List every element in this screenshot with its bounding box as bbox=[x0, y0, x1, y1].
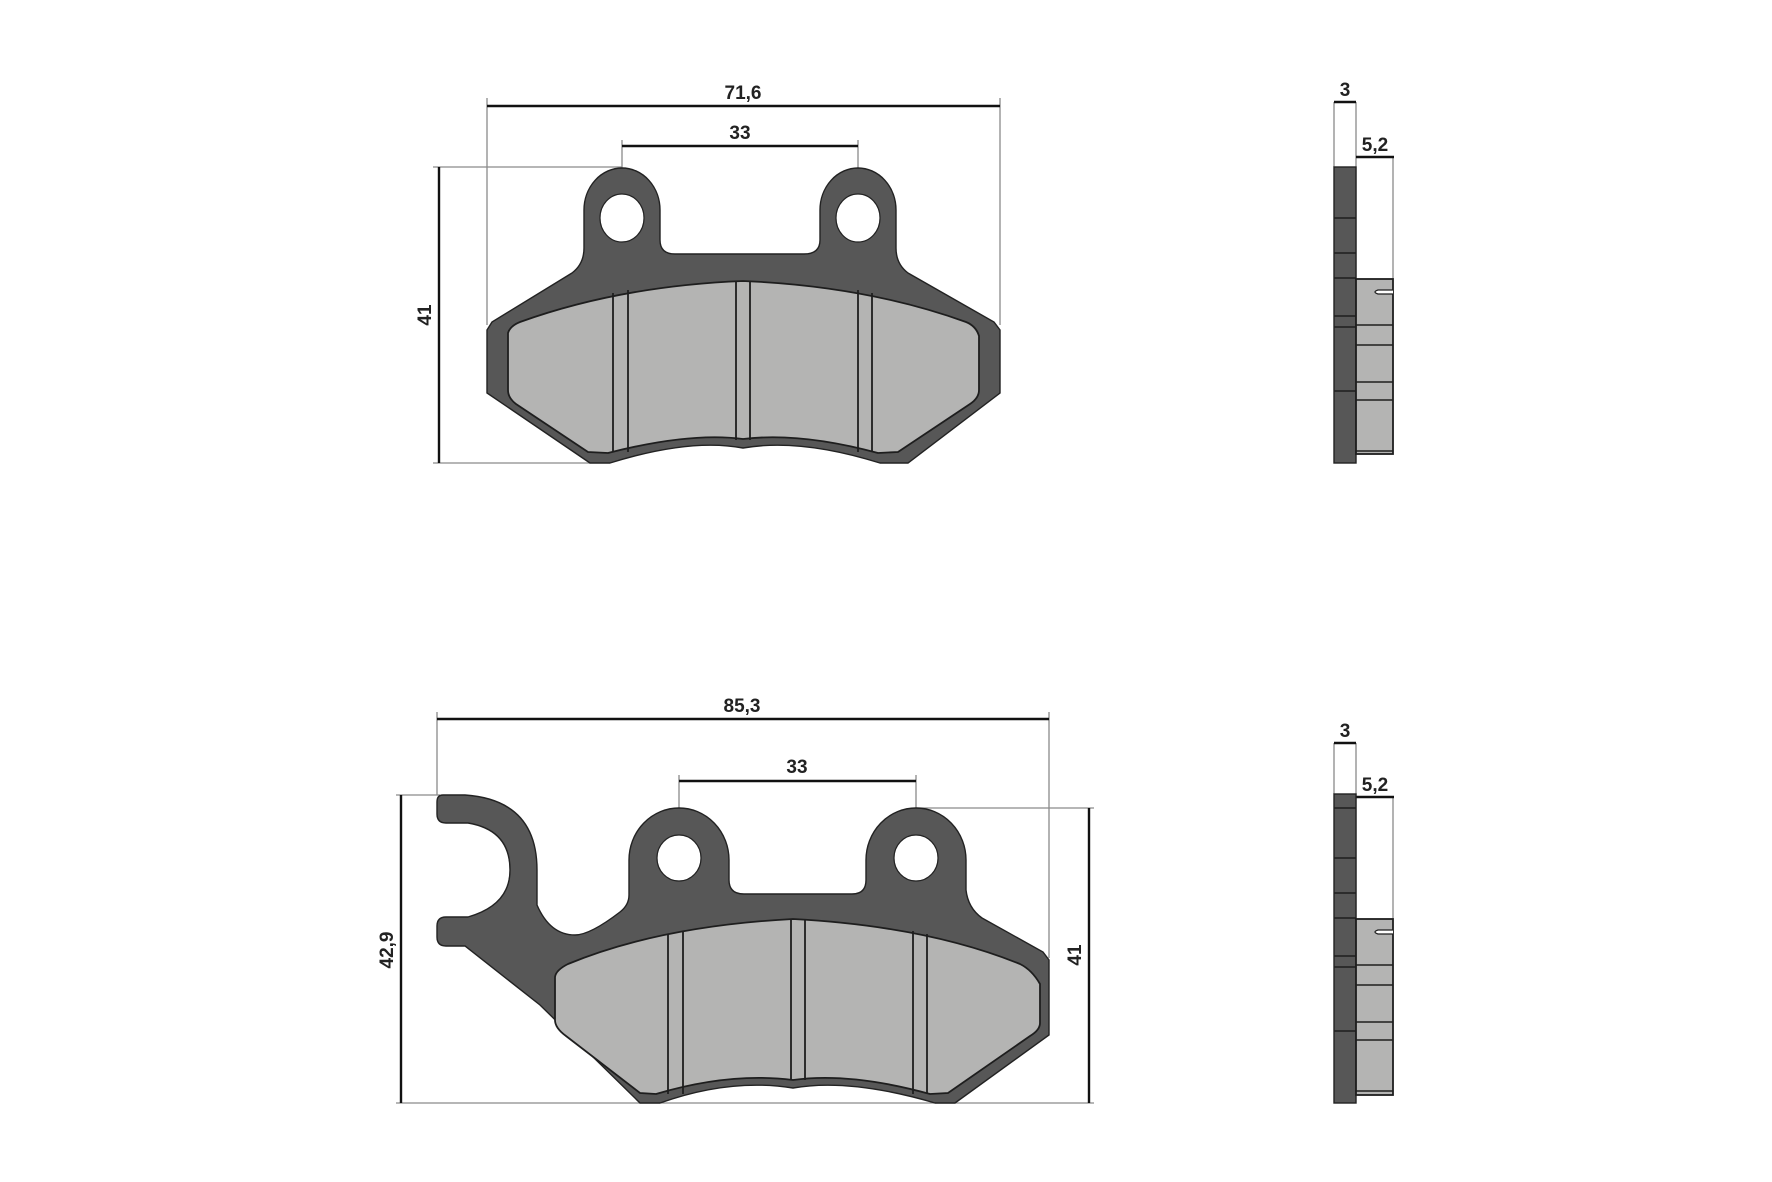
mounting-hole-right bbox=[835, 193, 881, 243]
top-pad-front-view: 71,6 33 41 bbox=[415, 83, 1001, 464]
mounting-hole-left bbox=[656, 834, 702, 882]
dim-label-body-height: 41 bbox=[1065, 944, 1086, 966]
dim-label-backing-thickness: 3 bbox=[1340, 80, 1351, 101]
dim-label-friction-thickness: 5,2 bbox=[1362, 775, 1388, 796]
top-pad-side-view: 3 5,2 bbox=[1333, 80, 1394, 464]
dim-label-overall-height: 41 bbox=[415, 304, 436, 326]
dim-label-overall-width: 71,6 bbox=[725, 83, 762, 104]
side-backing-plate bbox=[1333, 793, 1357, 1104]
wear-indicator-clip-icon bbox=[1374, 289, 1393, 295]
bottom-pad-side-view: 3 5,2 bbox=[1333, 721, 1394, 1104]
side-backing-plate bbox=[1333, 166, 1357, 464]
bottom-pad-front-view: 85,3 33 42,9 41 bbox=[377, 696, 1094, 1104]
friction-grooves bbox=[612, 281, 873, 452]
dim-label-overall-height: 42,9 bbox=[377, 932, 398, 969]
dim-label-hole-spacing: 33 bbox=[729, 123, 750, 144]
friction-material bbox=[507, 280, 980, 454]
dim-label-overall-width: 85,3 bbox=[724, 696, 761, 717]
side-friction-material bbox=[1355, 918, 1394, 1096]
wear-indicator-clip-icon bbox=[1374, 929, 1393, 935]
side-friction-material bbox=[1355, 278, 1394, 455]
friction-material bbox=[554, 918, 1041, 1095]
mounting-hole-left bbox=[599, 193, 645, 243]
dim-label-hole-spacing: 33 bbox=[786, 757, 807, 778]
friction-grooves bbox=[667, 919, 928, 1094]
mounting-hole-right bbox=[893, 834, 939, 882]
dim-label-backing-thickness: 3 bbox=[1340, 721, 1351, 742]
dim-label-friction-thickness: 5,2 bbox=[1362, 135, 1388, 156]
